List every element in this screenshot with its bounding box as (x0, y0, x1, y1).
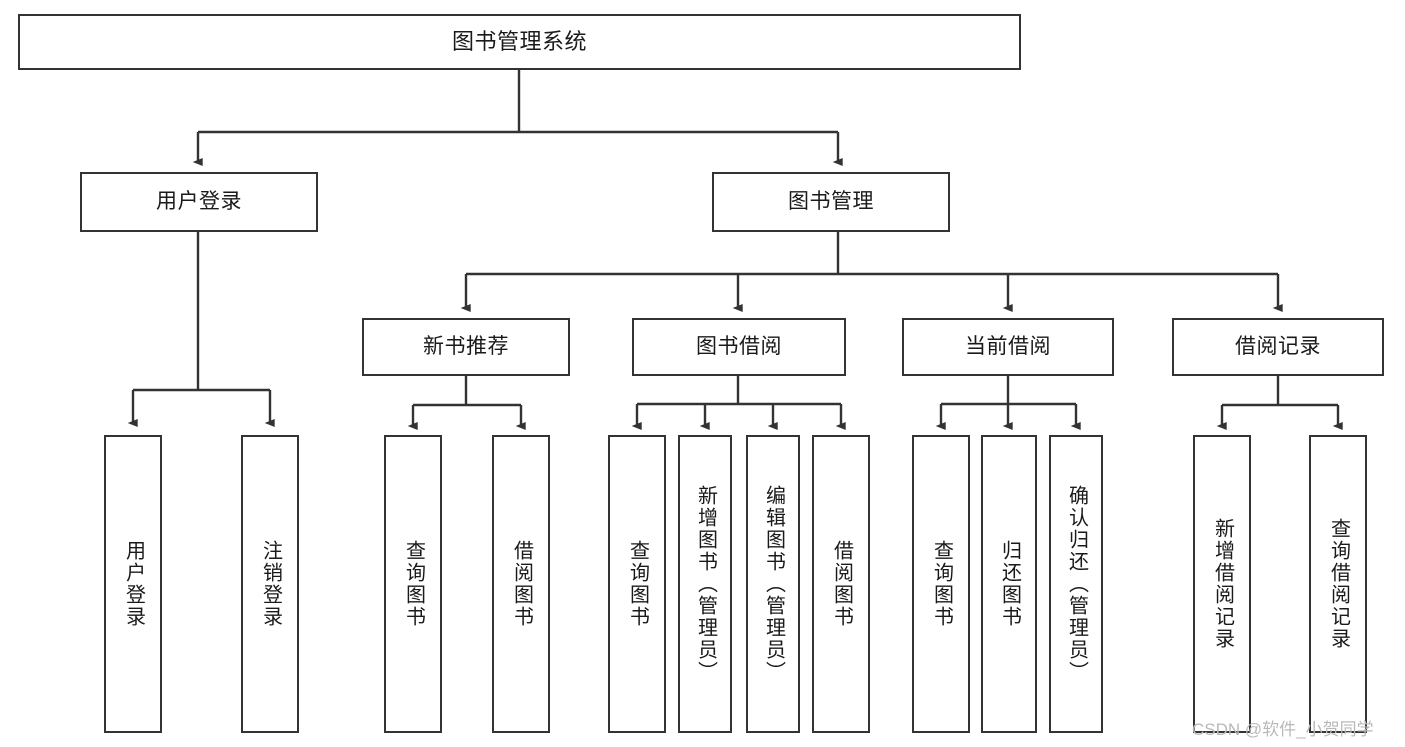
leaf-edit-book[interactable]: 编辑图书（管理员） (746, 435, 800, 733)
leaf-borrow-book-2[interactable]: 借阅图书 (812, 435, 870, 733)
leaf-user-login[interactable]: 用户登录 (104, 435, 162, 733)
node-root-system[interactable]: 图书管理系统 (18, 14, 1021, 70)
leaf-query-book-3[interactable]: 查询图书 (912, 435, 970, 733)
leaf-query-borrow-record[interactable]: 查询借阅记录 (1309, 435, 1367, 733)
leaf-add-book[interactable]: 新增图书（管理员） (678, 435, 732, 733)
csdn-watermark: CSDN @软件_小贺同学 (1192, 720, 1374, 739)
leaf-query-book-1[interactable]: 查询图书 (384, 435, 442, 733)
leaf-confirm-return[interactable]: 确认归还（管理员） (1049, 435, 1103, 733)
leaf-return-book[interactable]: 归还图书 (981, 435, 1037, 733)
node-book-borrow[interactable]: 图书借阅 (632, 318, 846, 376)
leaf-add-borrow-record[interactable]: 新增借阅记录 (1193, 435, 1251, 733)
node-user-login[interactable]: 用户登录 (80, 172, 318, 232)
node-borrow-record[interactable]: 借阅记录 (1172, 318, 1384, 376)
leaf-query-book-2[interactable]: 查询图书 (608, 435, 666, 733)
leaf-borrow-book-1[interactable]: 借阅图书 (492, 435, 550, 733)
leaf-logout-login[interactable]: 注销登录 (241, 435, 299, 733)
node-book-management[interactable]: 图书管理 (712, 172, 950, 232)
node-new-book-recommend[interactable]: 新书推荐 (362, 318, 570, 376)
node-current-borrow[interactable]: 当前借阅 (902, 318, 1114, 376)
